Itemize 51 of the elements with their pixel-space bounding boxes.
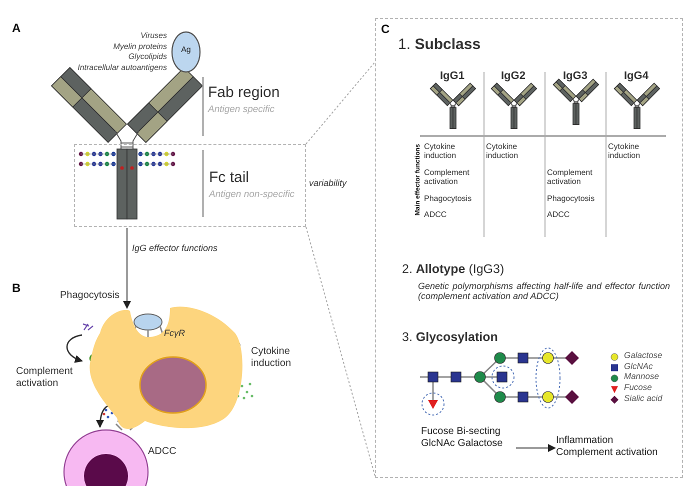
panel-letter: B — [12, 282, 21, 296]
panel-letter: A — [12, 22, 21, 36]
description-text: Genetic polymorphisms affecting half-life and effector function (complement activation and ADCC) — [418, 281, 670, 302]
function-label: Complement activation — [16, 366, 74, 389]
legend-label: Sialic acid — [624, 394, 662, 404]
table-text: Complement activation — [424, 168, 470, 186]
section-heading: 2. Allotype (IgG3) — [402, 262, 504, 276]
antigen-ellipse — [171, 31, 201, 73]
region-title: Fc tail — [209, 169, 250, 186]
outcome-list: Inflammation Complement activation — [556, 435, 664, 458]
function-label: Cytokine induction — [251, 346, 292, 369]
panel-box — [375, 18, 683, 478]
legend-label: GlcNAc — [624, 362, 653, 372]
edge-label: variability — [309, 178, 347, 188]
antigen-label: Ag — [180, 45, 192, 54]
legend-label: Mannose — [624, 372, 659, 382]
table-text: ADCC — [424, 210, 447, 220]
section-heading: 3. Glycosylation — [402, 330, 498, 344]
zoom-line — [306, 62, 376, 476]
edge-label: IgG effector functions — [132, 243, 218, 254]
antigen-name: Intracellular autoantigens — [78, 62, 167, 72]
region-subtitle: Antigen specific — [208, 105, 275, 116]
table-text: Complement activation — [547, 168, 594, 186]
region-title: Fab region — [208, 84, 280, 102]
legend-label: Galactose — [624, 351, 662, 361]
table-text: ADCC — [547, 210, 570, 220]
table-text: Phagocytosis — [547, 194, 595, 204]
fc-region-box — [74, 144, 306, 227]
antigen-name: Viruses — [140, 31, 167, 40]
target-cell — [62, 428, 150, 486]
function-label: Phagocytosis — [60, 290, 120, 302]
arrow — [123, 228, 131, 309]
function-label: ADCC — [148, 446, 176, 458]
column-header: IgG1 — [440, 70, 464, 83]
table-text: Cytokine induction — [424, 142, 458, 160]
table-text: Cytokine induction — [486, 142, 520, 160]
antigen-name: Myelin proteins — [113, 42, 167, 51]
region-subtitle: Antigen non-specific — [209, 190, 295, 201]
arrow — [516, 444, 556, 452]
column-header: IgG4 — [624, 70, 648, 83]
column-header: IgG2 — [501, 70, 526, 83]
section-heading: 1. Subclass — [398, 36, 481, 54]
feature-list: Fucose Bi-secting GlcNAc Galactose — [421, 426, 509, 449]
receptor-label: FcγR — [164, 328, 185, 338]
column-header: IgG3 — [563, 70, 588, 83]
table-text: Cytokine induction — [608, 142, 642, 160]
legend-label: Fucose — [624, 383, 652, 393]
panel-letter: C — [381, 23, 390, 37]
table-text: Phagocytosis — [424, 194, 472, 204]
curved-arrow — [66, 334, 83, 362]
antigen-name: Glycolipids — [128, 52, 167, 62]
